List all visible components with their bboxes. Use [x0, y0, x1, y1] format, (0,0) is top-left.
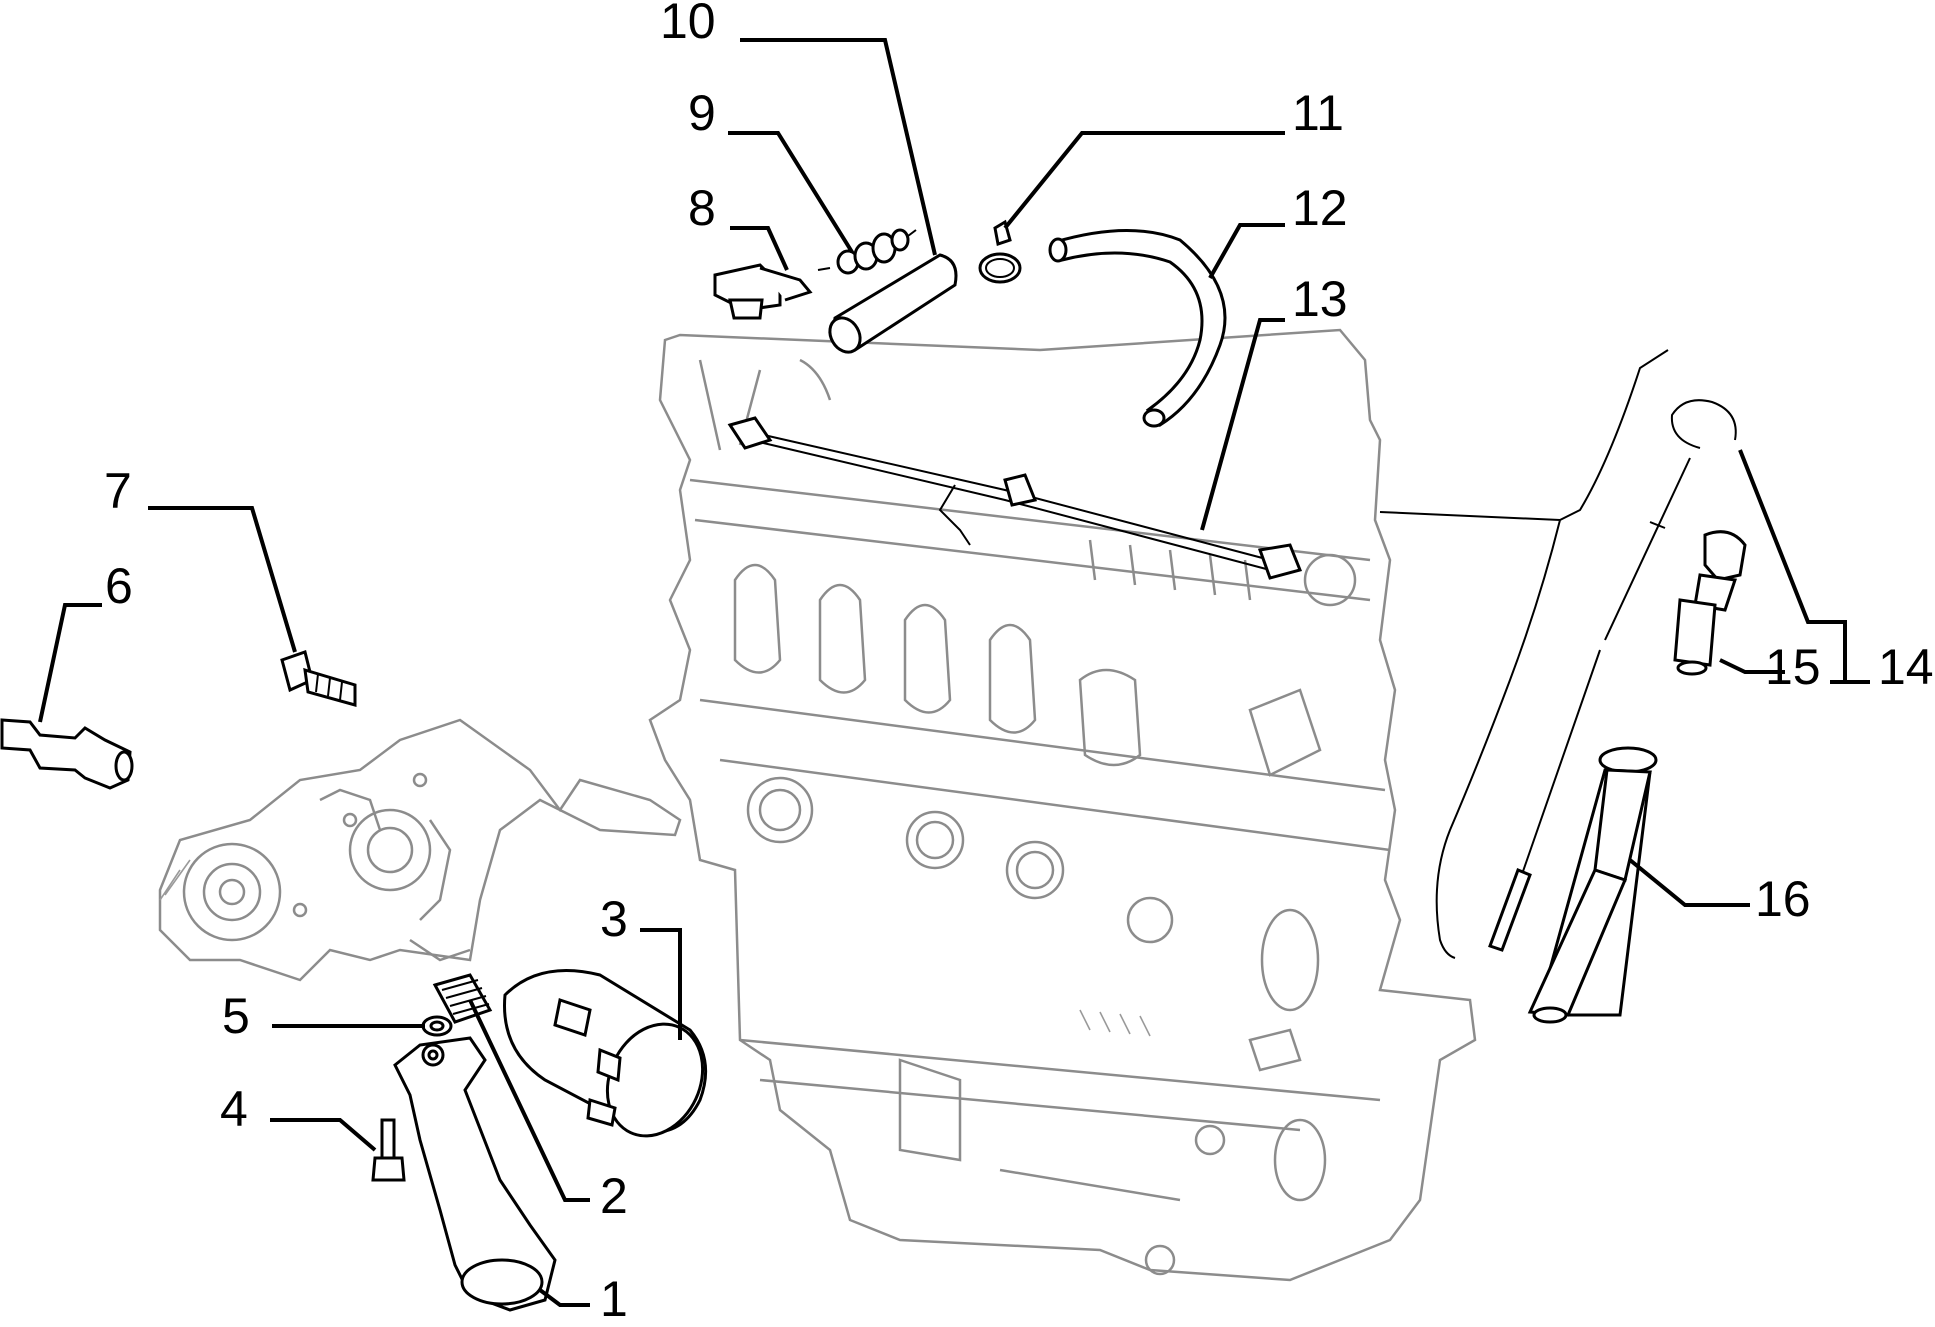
curved-breather-hose: [1048, 229, 1227, 428]
callout-14: 14: [1878, 639, 1934, 695]
oil-dipstick: [1488, 399, 1737, 952]
dipstick-guide-tube: [1527, 746, 1658, 1024]
hose-segment: [828, 253, 958, 354]
washer-5: [421, 1015, 453, 1037]
callout-9: 9: [688, 85, 716, 141]
oil-filter-bracket: [393, 1036, 557, 1312]
callout-7: 7: [104, 463, 132, 519]
oil-feed-pipe: [727, 416, 1303, 580]
breather-cap: [713, 263, 813, 320]
callout-5: 5: [222, 988, 250, 1044]
callout-16: 16: [1755, 871, 1811, 927]
callout-15: 15: [1765, 639, 1821, 695]
dipstick-sheath-curve: [1379, 349, 1669, 959]
oil-pressure-sensor: [0, 718, 134, 790]
callout-13: 13: [1292, 271, 1348, 327]
timing-cover-outline: [158, 718, 682, 982]
callout-2: 2: [600, 1168, 628, 1224]
callout-3: 3: [600, 891, 628, 947]
threaded-nipple: [432, 973, 493, 1024]
bolt-4: [371, 1118, 406, 1182]
leader-lines: [38, 38, 1870, 1307]
dipstick-plug: [1673, 530, 1747, 676]
callout-10: 10: [660, 0, 716, 49]
banjo-bolt: [280, 650, 357, 707]
callout-1: 1: [600, 1271, 628, 1327]
engine-block-outline: [648, 328, 1477, 1282]
oil-filter: [503, 969, 708, 1138]
callout-6: 6: [105, 558, 133, 614]
hose-clamp: [978, 219, 1022, 284]
breather-valve: [817, 228, 917, 275]
callout-8: 8: [688, 180, 716, 236]
callout-numbers: 1 2 3 4 5 6 7 8 9 10 11 12 13 14 15 16: [104, 0, 1934, 1327]
callout-4: 4: [220, 1081, 248, 1137]
callout-11: 11: [1292, 85, 1344, 141]
callout-12: 12: [1292, 180, 1348, 236]
